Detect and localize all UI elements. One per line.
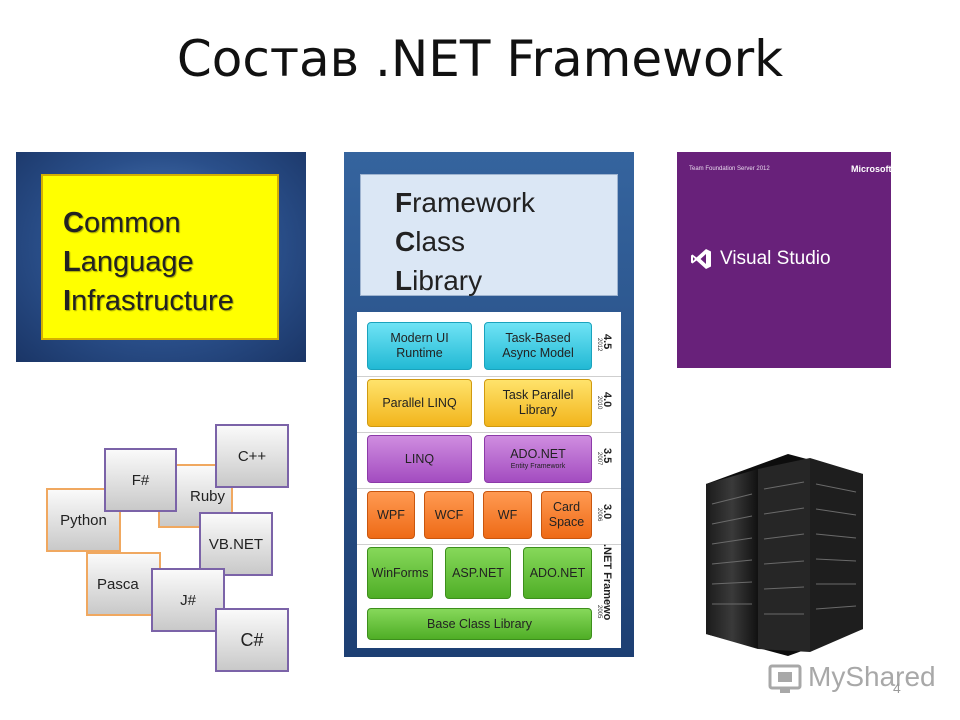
version-label-3-0: 3.0 <box>601 504 613 520</box>
year-label-2005: 2005 <box>596 605 602 619</box>
cli-line-language: Language <box>63 246 194 278</box>
slide-title: Состав .NET Framework <box>176 30 784 88</box>
lang-cpp: C++ <box>215 424 289 488</box>
block-task-parallel-library: Task Parallel Library <box>484 379 592 427</box>
visual-studio-box <box>677 152 891 368</box>
server-rack-image <box>706 454 863 656</box>
cli-line-common: Common <box>63 207 181 239</box>
block-modern-ui-runtime: Modern UI Runtime <box>367 322 472 370</box>
row-separator <box>357 488 621 489</box>
watermark-text: MyShared <box>808 661 936 692</box>
year-label-2006: 2006 <box>596 508 602 522</box>
row-separator <box>357 376 621 377</box>
block-card-space: Card Space <box>541 491 592 539</box>
fcl-version-stack: Modern UI Runtime Task-Based Async Model… <box>357 312 621 648</box>
version-label-net-framework: .NET Framewo <box>601 544 612 621</box>
block-parallel-linq: Parallel LINQ <box>367 379 472 427</box>
block-winforms: WinForms <box>367 547 433 599</box>
fcl-line-library: Library <box>395 265 483 296</box>
version-label-4-5: 4.5 <box>601 334 613 350</box>
lang-pascal: Pasca <box>86 552 161 616</box>
lang-jsharp: J# <box>151 568 225 632</box>
lang-csharp: C# <box>215 608 289 672</box>
microsoft-brand: Microsoft <box>851 164 892 174</box>
page-number: 4 <box>893 680 901 696</box>
year-label-2007: 2007 <box>596 452 602 466</box>
block-wcf: WCF <box>424 491 474 539</box>
fcl-line-class: Class <box>395 226 466 257</box>
block-wpf: WPF <box>367 491 415 539</box>
row-separator <box>357 432 621 433</box>
version-label-4-0: 4.0 <box>601 392 613 408</box>
version-label-3-5: 3.5 <box>601 448 613 464</box>
vs-edition-text: Team Foundation Server 2012 <box>689 166 770 172</box>
cli-box: Common Language Infrastructure <box>41 174 279 340</box>
block-asp-net: ASP.NET <box>445 547 511 599</box>
year-label-2010: 2010 <box>596 396 602 410</box>
cli-line-infrastructure: Infrastructure <box>63 285 234 317</box>
year-label-2012: 2012 <box>596 338 602 352</box>
fcl-header: Framework Class Library <box>360 174 618 296</box>
block-ado-net: ADO.NET <box>523 547 592 599</box>
block-wf: WF <box>483 491 532 539</box>
block-linq: LINQ <box>367 435 472 483</box>
fcl-line-framework: Framework <box>395 187 536 218</box>
block-base-class-library: Base Class Library <box>367 608 592 640</box>
visual-studio-name: Visual Studio <box>720 248 831 269</box>
visual-studio-logo-icon <box>691 249 711 269</box>
lang-fsharp: F# <box>104 448 177 512</box>
lang-vbnet: VB.NET <box>199 512 273 576</box>
myshared-logo-icon <box>768 664 802 693</box>
block-task-based-async-model: Task-Based Async Model <box>484 322 592 370</box>
row-separator <box>357 544 621 545</box>
